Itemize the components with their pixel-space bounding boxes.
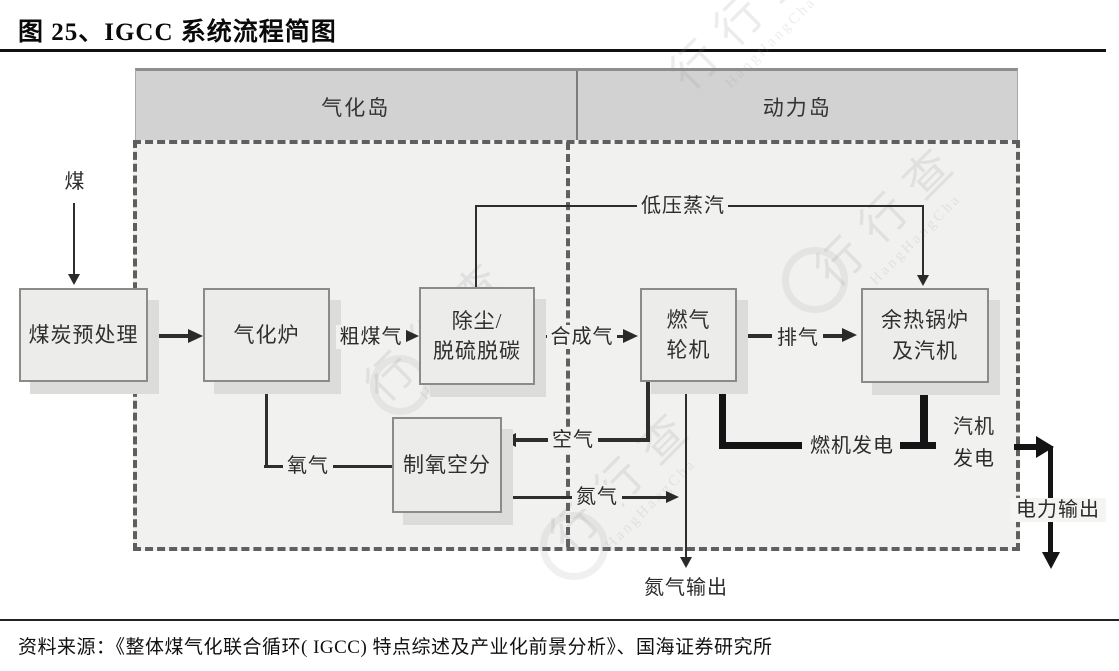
box-cleanup-label-line1: 除尘/ <box>451 308 503 333</box>
box-gas-turbine-label-line2: 轮机 <box>666 338 711 362</box>
box-gasifier: 气化炉 <box>203 288 330 382</box>
source-text: 资料来源：《整体煤气化联合循环( IGCC) 特点综述及产业化前景分析》、国海证… <box>18 637 773 658</box>
power-junction-bar <box>897 442 936 449</box>
syngas-line-left <box>535 335 549 338</box>
box-cleanup-label-line2: 脱硫脱碳 <box>433 339 521 363</box>
gt-power-line-horizontal <box>719 442 802 449</box>
syngas-arrowhead <box>623 329 638 343</box>
nitrogen-arrowhead <box>666 491 679 503</box>
exhaust-line-left <box>737 334 772 338</box>
flow-label-air: 空气 <box>548 428 598 452</box>
section-divider-solid <box>575 71 578 142</box>
prep-to-gasifier-line <box>148 334 189 338</box>
coal-feed-line <box>73 203 75 274</box>
flow-label-nitrogen: 氮气 <box>572 485 622 509</box>
title-underline <box>0 49 1106 52</box>
flow-label-gt-power: 燃机发电 <box>804 434 900 458</box>
nitrogen-to-turbine-arrowhead <box>680 382 692 393</box>
air-arrowhead <box>502 433 516 447</box>
exhaust-line-right <box>820 334 843 338</box>
section-label-gasification-island: 气化岛 <box>321 95 391 120</box>
box-cleanup: 除尘/ 脱硫脱碳 <box>419 287 535 385</box>
flow-label-power-out: 电力输出 <box>1010 498 1106 522</box>
exhaust-arrowhead <box>842 328 857 342</box>
box-coal-pretreatment-label: 煤炭预处理 <box>28 322 139 347</box>
syngas-line-right <box>610 335 624 338</box>
power-out-line-horizontal <box>1014 444 1038 450</box>
flow-label-coal: 煤 <box>64 171 86 193</box>
power-out-down-arrowhead <box>1042 552 1060 569</box>
lp-steam-riser-line <box>475 206 477 288</box>
box-gas-turbine: 燃气 轮机 <box>640 288 737 382</box>
flow-label-st-power: 汽机 发电 <box>948 411 1000 475</box>
rawgas-arrowhead <box>404 329 419 343</box>
nitrogen-output-arrowhead <box>680 557 692 568</box>
st-power-line-vertical <box>920 382 928 446</box>
nitrogen-line-vertical <box>685 393 687 558</box>
lp-steam-horizontal-left <box>475 205 637 207</box>
box-air-separation-unit: 制氧空分 <box>392 417 502 513</box>
section-label-power-island: 动力岛 <box>762 95 832 120</box>
flow-label-nitrogen-out: 氮气输出 <box>644 577 728 599</box>
diagram-header: 气化岛 动力岛 <box>135 68 1018 142</box>
oxygen-arrowhead <box>259 382 273 394</box>
box-gasifier-label: 气化炉 <box>233 322 300 347</box>
gt-power-line-vertical <box>719 382 726 446</box>
box-hrsg-steam-turbine: 余热锅炉 及汽机 <box>861 288 989 383</box>
flow-label-syngas: 合成气 <box>547 325 617 349</box>
flow-label-lp-steam: 低压蒸汽 <box>638 194 728 218</box>
oxygen-line-vertical <box>265 394 268 467</box>
box-gas-turbine-label-line1: 燃气 <box>666 307 711 332</box>
lp-steam-arrowhead <box>917 275 929 286</box>
prep-to-gasifier-arrowhead <box>188 329 203 343</box>
flow-label-st-power-line1: 汽机 <box>953 416 995 438</box>
box-hrsg-label-line2: 及汽机 <box>892 338 958 363</box>
flow-label-exhaust: 排气 <box>773 326 823 350</box>
lp-steam-horizontal-right <box>726 205 924 207</box>
figure-title: 图 25、IGCC 系统流程简图 <box>18 19 337 46</box>
box-hrsg-label-line1: 余热锅炉 <box>881 308 969 333</box>
flow-label-st-power-line2: 发电 <box>953 448 995 470</box>
flow-label-raw-gas: 粗煤气 <box>336 325 406 349</box>
coal-feed-arrowhead <box>68 274 80 285</box>
source-divider-rule <box>0 619 1119 621</box>
box-asu-label: 制氧空分 <box>403 452 491 477</box>
lp-steam-drop-line <box>922 205 924 275</box>
air-line-vertical <box>646 382 650 441</box>
flow-label-oxygen: 氧气 <box>283 454 333 478</box>
box-coal-pretreatment: 煤炭预处理 <box>19 288 148 382</box>
